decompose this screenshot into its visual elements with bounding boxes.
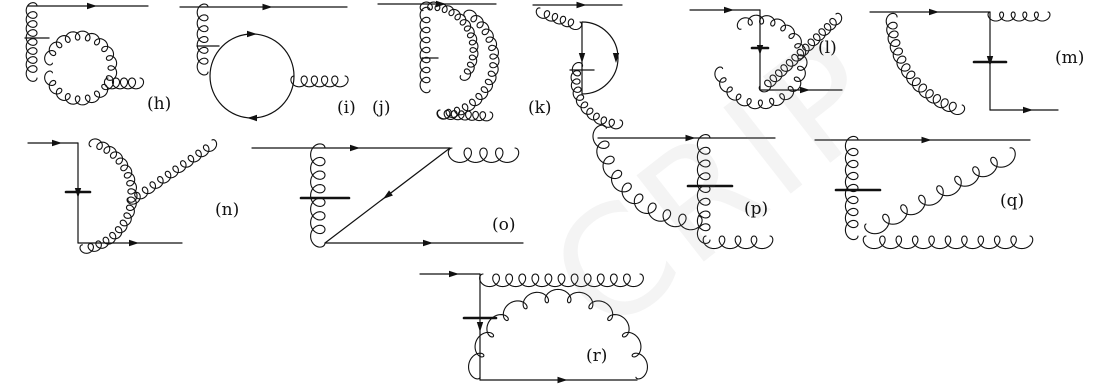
- gluon-arc-n: [79, 138, 138, 254]
- gluon-diagonal-q: [864, 147, 1016, 235]
- gluon-external-j: [436, 109, 494, 122]
- arrow-marker: [576, 1, 587, 9]
- arrow-marker: [247, 30, 257, 38]
- gluon-upper-k: [535, 7, 583, 31]
- panel-label-m: (m): [1055, 48, 1085, 68]
- gluon-horizontal-r: [479, 273, 644, 288]
- gluon-vertical-p: [696, 134, 711, 244]
- arrow-marker: [800, 86, 810, 94]
- gluon-arc-outer-j: [436, 9, 500, 120]
- arrow-marker: [129, 239, 139, 247]
- arrow-marker: [685, 134, 696, 142]
- gluon-external-m: [987, 11, 1051, 22]
- gluon-arc-r: [468, 288, 648, 380]
- panel-label-r: (r): [586, 346, 608, 366]
- gluon-arc-upper-j: [419, 1, 479, 81]
- panel-label-h: (h): [147, 94, 172, 114]
- arrow-marker: [1023, 106, 1033, 114]
- arrow-marker: [247, 114, 257, 122]
- arrow-marker: [578, 53, 586, 63]
- gluon-external-o: [447, 147, 520, 163]
- gluon-external-p: [702, 235, 774, 250]
- gluon-lower-k: [570, 61, 624, 130]
- gluon-horizontal-q: [862, 235, 1034, 250]
- gluon-vertical-i: [196, 3, 209, 76]
- panel-label-k: (k): [528, 98, 552, 118]
- arrow-marker: [476, 322, 484, 332]
- panel-label-i: (i): [337, 98, 356, 118]
- gluon-arc-p: [592, 124, 703, 231]
- panel-label-j: (j): [372, 98, 391, 118]
- panel-label-p: (p): [744, 199, 769, 219]
- panel-label-n: (n): [215, 200, 240, 220]
- arrow-marker: [436, 0, 446, 8]
- gluon-arc-l: [714, 14, 808, 110]
- arrow-marker: [612, 53, 620, 63]
- arrow-marker: [350, 144, 360, 152]
- gluon-diagonal-n: [126, 139, 218, 205]
- panel-label-l: (l): [818, 38, 837, 58]
- gluon-vertical-j: [419, 6, 431, 94]
- arrow-marker: [921, 136, 932, 144]
- arrow-marker: [383, 190, 393, 200]
- fermion-loop-i: [209, 33, 295, 119]
- gluon-vertical-h: [25, 2, 38, 82]
- gluon-arc-m: [885, 12, 966, 116]
- arrow-marker: [724, 6, 734, 14]
- arrow-marker: [87, 2, 97, 10]
- arrow-marker: [929, 8, 939, 16]
- gluon-vertical-q: [844, 135, 859, 241]
- gluon-external-i: [290, 75, 349, 88]
- panel-label-q: (q): [1000, 191, 1025, 211]
- arrow-marker: [52, 139, 62, 147]
- fermion-arc-k: [581, 21, 619, 95]
- arrow-marker: [756, 45, 764, 55]
- gluon-vertical-o: [310, 143, 326, 248]
- arrow-marker: [423, 239, 433, 247]
- arrow-marker: [557, 376, 568, 384]
- gluon-diagonal-l: [758, 12, 843, 93]
- arrow-marker: [262, 3, 273, 11]
- panel-label-o: (o): [492, 215, 516, 235]
- arrow-marker: [449, 270, 459, 278]
- gluon-external-h: [103, 77, 145, 90]
- gluon-loop-h: [44, 30, 118, 106]
